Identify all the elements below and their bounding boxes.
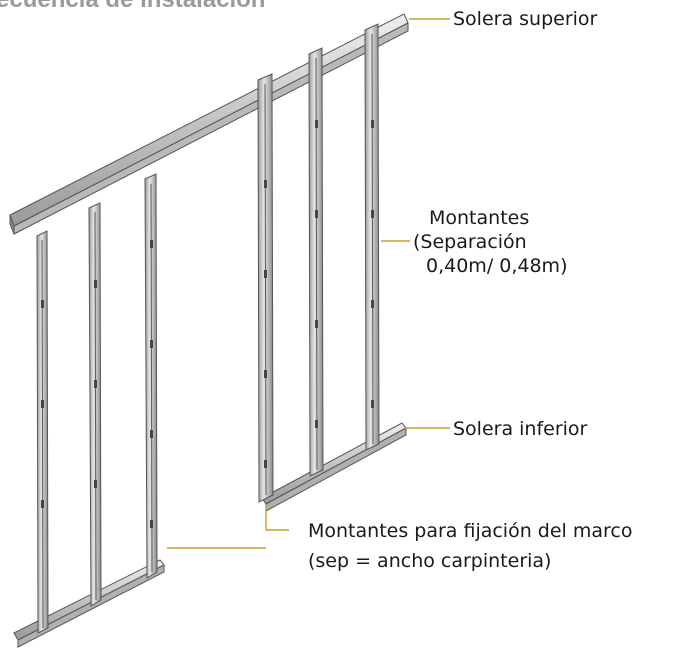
label-top-track: Solera superior — [453, 8, 598, 30]
stud-right-2 — [364, 23, 380, 451]
label-bottom-track: Solera inferior — [453, 418, 588, 440]
label-frame-studs-line-2: (sep = ancho carpinteria) — [308, 550, 552, 572]
label-frame-studs: Montantes para fijación del marco (sep =… — [308, 516, 632, 576]
stud-left-3 — [144, 173, 158, 579]
bottom-track-left — [13, 559, 165, 648]
frame-stud — [257, 73, 274, 503]
label-studs-line-3: 0,40m/ 0,48m) — [426, 255, 568, 277]
label-studs: Montantes (Separación 0,40m/ 0,48m) — [413, 206, 567, 278]
leader-lines — [167, 18, 450, 549]
stud-left-2 — [88, 202, 102, 607]
top-track — [9, 13, 409, 235]
stud-left-1 — [36, 230, 49, 634]
label-frame-studs-line-1: Montantes para fijación del marco — [308, 520, 633, 542]
bottom-track-right — [261, 422, 407, 512]
stud-holes — [41, 120, 374, 528]
heading-text: ecuencia de instalación — [0, 0, 265, 14]
label-studs-line-1: Montantes — [429, 207, 530, 229]
stud-right-1 — [308, 47, 324, 477]
leader-frame-studs — [265, 505, 289, 531]
label-studs-line-2: (Separación — [413, 231, 527, 253]
